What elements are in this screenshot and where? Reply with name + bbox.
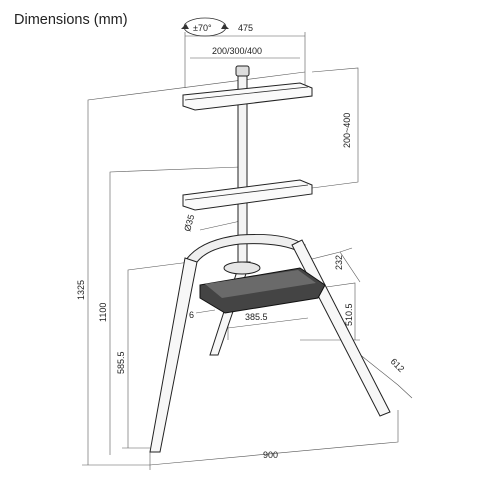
base-collar: [223, 261, 261, 275]
shelf-depth-label: 232: [334, 255, 344, 270]
height-1325-label: 1325: [76, 280, 86, 300]
height-585-label: 585.5: [116, 351, 126, 374]
vesa-label: 200/300/400: [212, 46, 262, 56]
dimension-labels: ±70° 475 200/300/400 200~400 Ø35 232 510…: [76, 23, 406, 460]
diagram-title: Dimensions (mm): [14, 12, 128, 28]
dimension-lines: [82, 32, 413, 470]
leg-depth-label: 612: [389, 356, 407, 374]
shelf: [199, 267, 326, 314]
pole-diameter-label: Ø35: [182, 213, 196, 232]
lower-mount-bracket: [182, 179, 313, 211]
width-475-label: 475: [238, 23, 253, 33]
shelf-width-label: 385.5: [245, 312, 268, 322]
base-width-label: 900: [263, 450, 278, 460]
shelf-height-label: 510.5: [344, 303, 354, 326]
top-mount-bracket: [182, 82, 313, 111]
height-adjust-label: 200~400: [342, 113, 352, 148]
rotation-label: ±70°: [193, 23, 212, 33]
height-1100-label: 1100: [98, 303, 108, 322]
front-legs: [149, 239, 391, 453]
shelf-thickness-label: 6: [189, 310, 194, 320]
rotation-indicator: [181, 17, 229, 37]
